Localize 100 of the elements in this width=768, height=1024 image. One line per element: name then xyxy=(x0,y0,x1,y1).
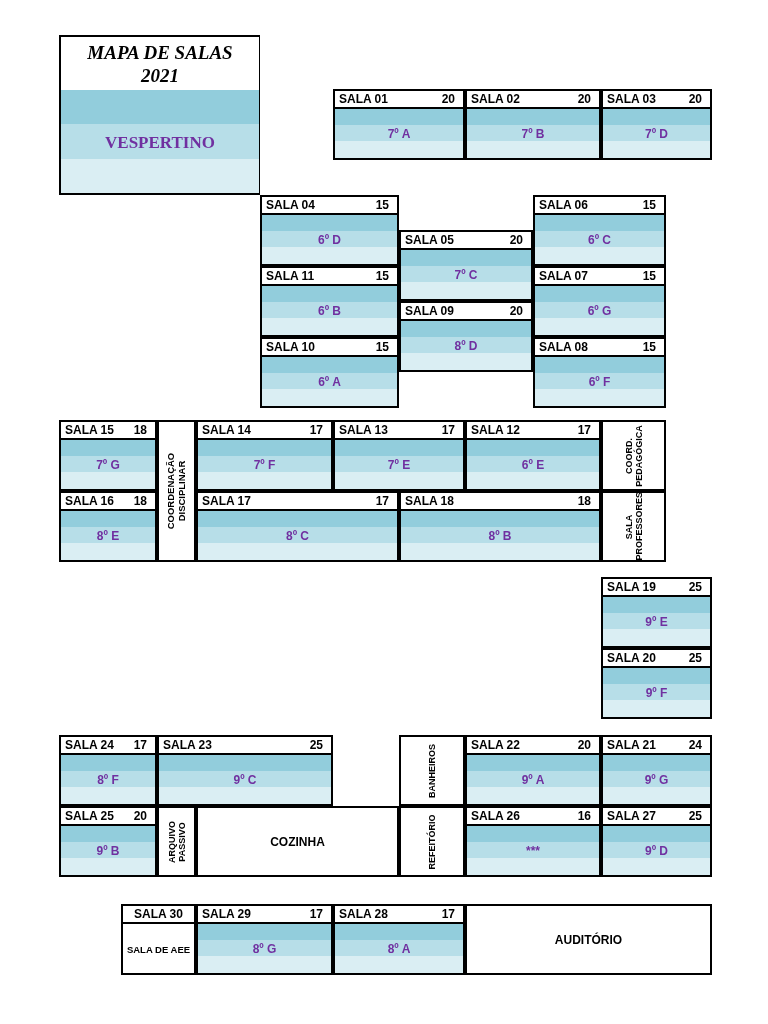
classroom-box xyxy=(59,806,157,877)
room-capacity: 15 xyxy=(642,339,656,355)
classroom-box xyxy=(601,806,712,877)
class-name: 9º D xyxy=(644,843,669,858)
room-number: SALA 03 xyxy=(607,91,656,107)
room-number: SALA 17 xyxy=(202,493,251,509)
room-capacity: 17 xyxy=(309,906,323,922)
room-box xyxy=(121,904,196,975)
class-name: 9º G xyxy=(644,772,669,787)
room-capacity: 17 xyxy=(577,422,591,438)
classroom-box xyxy=(465,735,601,806)
class-name: 9º B xyxy=(96,843,120,858)
class-name: 8º F xyxy=(97,772,119,787)
room-box xyxy=(399,806,465,877)
classroom-box xyxy=(533,337,666,408)
class-name: 7º C xyxy=(454,267,478,282)
class-name: 8º A xyxy=(387,941,411,956)
room-box xyxy=(601,420,666,491)
room-name: COORD. PEDAGÓGICA xyxy=(623,423,644,489)
class-name: 6º D xyxy=(317,232,342,247)
room-capacity: 15 xyxy=(375,339,389,355)
room-number: SALA 18 xyxy=(405,493,454,509)
room-number: SALA 22 xyxy=(471,737,520,753)
room-name: BANHEIROS xyxy=(426,742,438,800)
room-capacity: 17 xyxy=(309,422,323,438)
room-number: SALA 27 xyxy=(607,808,656,824)
room-number: SALA 02 xyxy=(471,91,520,107)
classroom-box xyxy=(59,491,157,562)
room-name: ARQUIVO PASSIVO xyxy=(166,819,187,865)
class-name: 8º D xyxy=(454,338,478,353)
room-number: SALA 29 xyxy=(202,906,251,922)
room-number: SALA 07 xyxy=(539,268,588,284)
room-number: SALA 20 xyxy=(607,650,656,666)
room-number: SALA 10 xyxy=(266,339,315,355)
room-capacity: 20 xyxy=(577,737,591,753)
room-box xyxy=(465,904,712,975)
classroom-box xyxy=(333,89,465,160)
classroom-box xyxy=(399,491,601,562)
room-number: SALA 09 xyxy=(405,303,454,319)
classroom-box xyxy=(601,735,712,806)
room-name: SALA DE AEE xyxy=(126,943,191,954)
room-number: SALA 08 xyxy=(539,339,588,355)
room-capacity: 25 xyxy=(688,808,702,824)
class-name: 7º B xyxy=(521,126,545,141)
room-number: SALA 01 xyxy=(339,91,388,107)
classroom-box xyxy=(260,266,399,337)
classroom-box xyxy=(399,230,533,301)
room-capacity: 25 xyxy=(688,650,702,666)
room-number: SALA 23 xyxy=(163,737,212,753)
class-name: 9º E xyxy=(645,614,668,629)
room-capacity: 17 xyxy=(441,906,455,922)
class-name: 6º F xyxy=(588,374,611,389)
room-number: SALA 16 xyxy=(65,493,114,509)
class-name: 9º C xyxy=(233,772,257,787)
class-name: 8º B xyxy=(488,528,512,543)
classroom-box xyxy=(196,420,333,491)
room-number: SALA 06 xyxy=(539,197,588,213)
room-number: SALA 15 xyxy=(65,422,114,438)
room-number: SALA 30 xyxy=(134,906,183,922)
room-capacity: 20 xyxy=(577,91,591,107)
classroom-box xyxy=(196,904,333,975)
room-number: SALA 26 xyxy=(471,808,520,824)
room-name: REFEITÓRIO xyxy=(426,813,438,871)
room-number: SALA 19 xyxy=(607,579,656,595)
room-capacity: 18 xyxy=(133,422,147,438)
class-name: 8º C xyxy=(285,528,310,543)
class-name: 6º A xyxy=(318,374,341,389)
room-box xyxy=(601,491,666,562)
classroom-box xyxy=(601,648,712,719)
class-name: 7º G xyxy=(96,457,120,472)
classroom-box xyxy=(157,735,333,806)
classroom-box xyxy=(465,89,601,160)
room-capacity: 20 xyxy=(133,808,147,824)
room-number: SALA 05 xyxy=(405,232,454,248)
room-number: SALA 04 xyxy=(266,197,315,213)
shift-label: VESPERTINO xyxy=(104,133,216,153)
class-name: 6º C xyxy=(587,232,612,247)
classroom-box xyxy=(59,735,157,806)
class-name: 7º A xyxy=(387,126,411,141)
class-name: 8º G xyxy=(252,941,277,956)
room-number: SALA 24 xyxy=(65,737,114,753)
classroom-box xyxy=(601,577,712,648)
room-capacity: 20 xyxy=(509,303,523,319)
classroom-box xyxy=(465,420,601,491)
classroom-box xyxy=(533,195,666,266)
room-number: SALA 11 xyxy=(266,268,315,284)
classroom-box xyxy=(533,266,666,337)
room-number: SALA 21 xyxy=(607,737,656,753)
room-capacity: 18 xyxy=(577,493,591,509)
room-capacity: 15 xyxy=(375,268,389,284)
class-name: 8º E xyxy=(96,528,120,543)
class-name: 7º E xyxy=(387,457,411,472)
classroom-box xyxy=(465,806,601,877)
room-name: SALA PROFESSORES xyxy=(623,493,644,560)
room-number: SALA 25 xyxy=(65,808,114,824)
room-number: SALA 14 xyxy=(202,422,251,438)
room-capacity: 25 xyxy=(309,737,323,753)
room-capacity: 25 xyxy=(688,579,702,595)
classroom-box xyxy=(260,195,399,266)
classroom-box xyxy=(260,337,399,408)
